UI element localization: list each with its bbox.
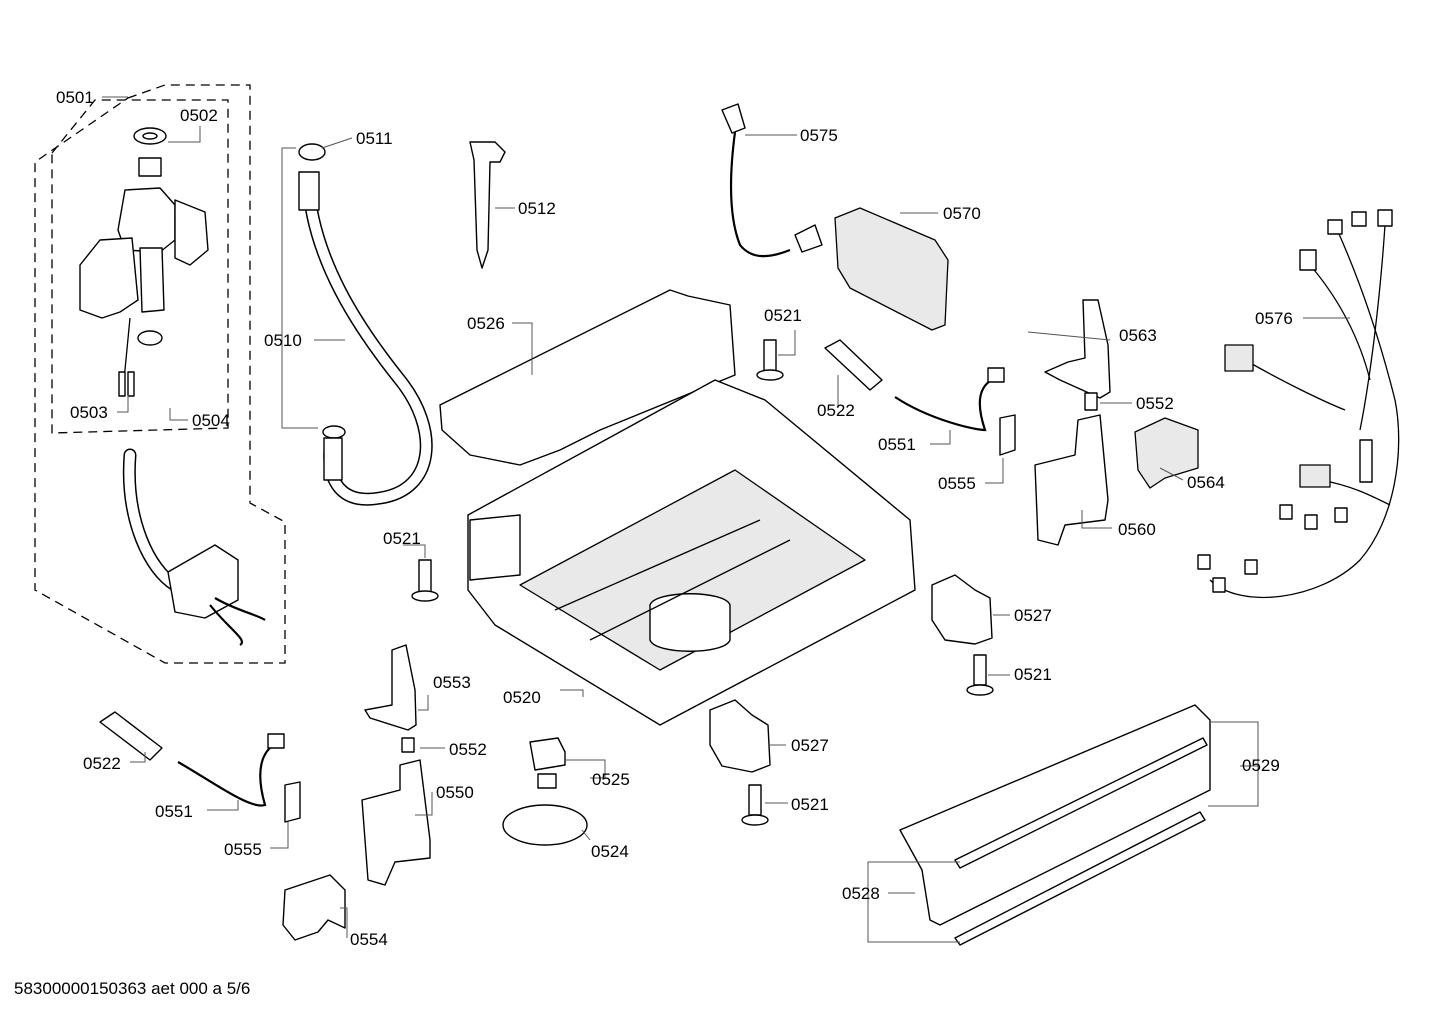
bracket-0550 — [361, 759, 431, 886]
screw-right — [966, 654, 994, 696]
label-0555-bottom: 0555 — [224, 840, 262, 859]
label-0522-top: 0522 — [817, 401, 855, 420]
sensor-wire-top — [894, 377, 996, 432]
spring-bottom — [99, 711, 163, 761]
hinge-0563 — [1044, 299, 1111, 399]
sensor-clip — [537, 773, 557, 789]
label-0503: 0503 — [70, 403, 108, 422]
sensor-housing — [529, 737, 566, 771]
label-0564: 0564 — [1187, 473, 1225, 492]
label-0576: 0576 — [1255, 309, 1293, 328]
inlet-hose — [122, 448, 266, 646]
clip-top — [999, 414, 1016, 456]
sensor-plug-bottom — [267, 733, 285, 749]
label-0524: 0524 — [591, 842, 629, 861]
label-0520: 0520 — [503, 688, 541, 707]
drain-hose — [298, 143, 433, 506]
kit-0504-boundary — [51, 99, 229, 434]
label-0528: 0528 — [842, 884, 880, 903]
screw-bottom — [741, 784, 769, 826]
label-0551-top: 0551 — [878, 435, 916, 454]
sensor-plug-top — [987, 367, 1005, 383]
label-0502: 0502 — [180, 106, 218, 125]
label-0553: 0553 — [433, 673, 471, 692]
label-0560: 0560 — [1118, 520, 1156, 539]
part-labels: 0501 0502 0503 0504 0510 0511 0512 0526 … — [56, 88, 1293, 949]
clip-bottom — [284, 781, 301, 823]
label-0512: 0512 — [518, 199, 556, 218]
base-tub — [467, 379, 916, 726]
label-0555-top: 0555 — [938, 474, 976, 493]
drawing-reference-footer: 58300000150363 aet 000 a 5/6 — [14, 979, 251, 998]
label-0563: 0563 — [1119, 326, 1157, 345]
foot-bottom — [709, 699, 771, 773]
label-0529: 0529 — [1242, 756, 1280, 775]
clip-0552-top — [1084, 392, 1098, 411]
power-cord — [721, 103, 823, 258]
label-0521-bottom: 0521 — [791, 795, 829, 814]
kickplate-strip-bottom — [954, 811, 1206, 946]
label-0552-bottom: 0552 — [449, 740, 487, 759]
label-0504: 0504 — [192, 411, 230, 430]
foot-right — [931, 574, 993, 645]
bracket-0554 — [282, 874, 346, 941]
clip-0552-bottom — [401, 737, 415, 753]
kickplate-strip-top — [954, 737, 1208, 869]
bracket-0560 — [1034, 414, 1109, 546]
label-0527-bottom: 0527 — [791, 736, 829, 755]
label-0521-right: 0521 — [1014, 665, 1052, 684]
label-0526: 0526 — [467, 314, 505, 333]
screw-top — [756, 339, 784, 381]
label-0522-bottom: 0522 — [83, 754, 121, 773]
control-module — [834, 207, 949, 331]
bracket-0564 — [1134, 417, 1199, 489]
leader-lines — [102, 96, 1350, 943]
label-0525: 0525 — [592, 770, 630, 789]
screw-mid-left — [411, 559, 439, 602]
wiring-harness — [1197, 209, 1400, 598]
sensor-disc — [502, 804, 588, 846]
label-0511: 0511 — [356, 129, 393, 148]
label-0552-top: 0552 — [1136, 394, 1174, 413]
label-0510: 0510 — [264, 331, 302, 350]
kit-0501-boundary — [34, 84, 286, 664]
sensor-wire-bottom — [177, 743, 276, 807]
hinge-0553 — [364, 644, 417, 731]
label-0527-right: 0527 — [1014, 606, 1052, 625]
inlet-valve — [79, 127, 209, 397]
rail-clip — [469, 141, 506, 269]
label-0521-top: 0521 — [764, 306, 802, 325]
label-0521-mid: 0521 — [383, 529, 421, 548]
label-0554: 0554 — [350, 930, 388, 949]
label-0575: 0575 — [800, 126, 838, 145]
label-0551-bottom: 0551 — [155, 802, 193, 821]
spring-top — [824, 339, 883, 391]
label-0550: 0550 — [436, 783, 474, 802]
label-0570: 0570 — [943, 204, 981, 223]
cover-plate — [439, 289, 736, 466]
label-0501: 0501 — [56, 88, 94, 107]
